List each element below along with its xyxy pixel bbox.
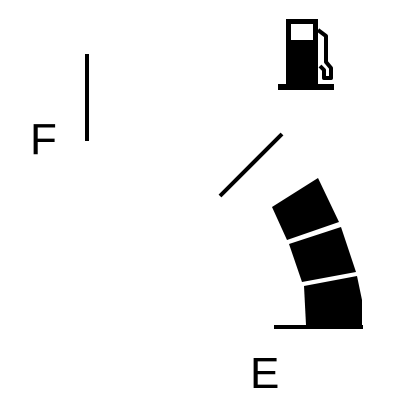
empty-label: E xyxy=(250,349,279,398)
fuel-level-segment-3 xyxy=(272,178,339,240)
half-tick xyxy=(218,132,284,198)
fuel-level-segment-1 xyxy=(304,276,362,325)
full-label: F xyxy=(30,115,57,164)
fuel-pump-icon xyxy=(278,19,334,90)
fuel-level-bar xyxy=(272,178,362,325)
fuel-level-segment-2 xyxy=(289,227,356,282)
